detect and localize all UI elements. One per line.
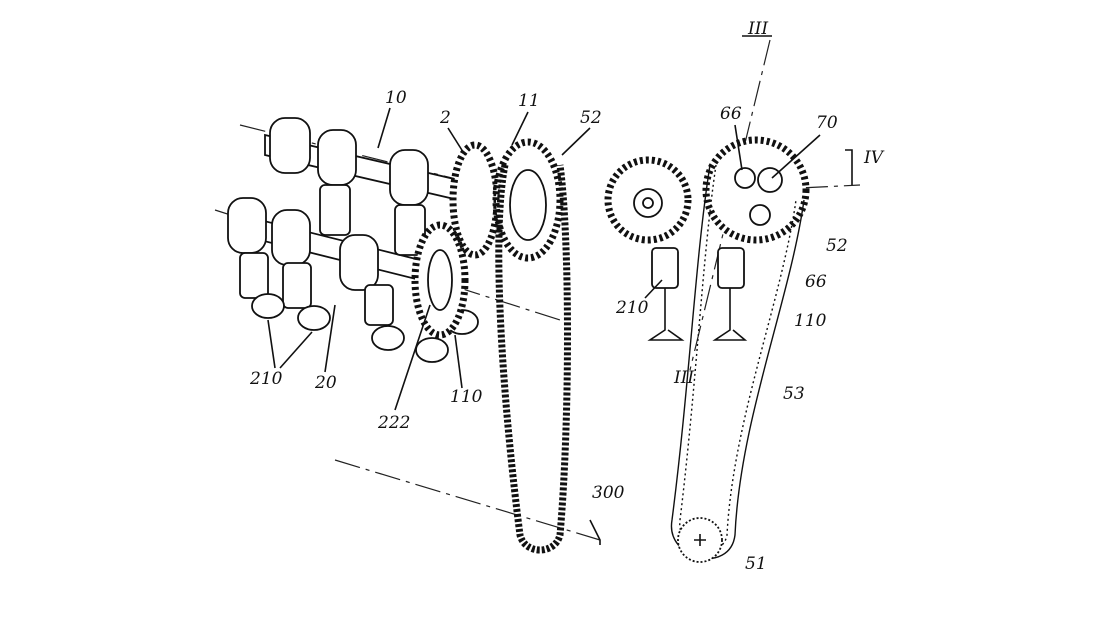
label-51: 51 [745,554,767,574]
section-mark-IV: IV [863,148,885,168]
label-70: 70 [816,113,838,133]
leader-lines [267,107,821,411]
right-valves [647,247,748,341]
label-66-right: 66 [805,272,827,292]
label-110: 110 [450,387,483,407]
label-20: 20 [314,373,337,393]
label-66: 66 [720,104,742,124]
right-assembly [604,136,810,563]
label-52-right: 52 [826,236,848,256]
label-53: 53 [783,384,805,404]
valve-springs [239,184,426,326]
reference-labels: 10 2 11 52 210 20 222 110 300 66 70 52 6… [249,19,885,574]
label-210: 210 [249,369,283,389]
left-timing-chain [495,164,571,554]
label-11: 11 [518,91,540,111]
left-camshaft-assembly [227,117,571,554]
label-2: 2 [439,108,451,128]
label-210-right: 210 [615,298,649,318]
section-mark-III-bottom: III [673,368,694,388]
cam-lobes [227,117,429,291]
section-mark-III-top: III [747,19,768,39]
crank-center-mark [694,534,706,546]
valve-heads [251,293,479,363]
label-10: 10 [385,88,407,108]
label-300: 300 [592,483,625,503]
label-52: 52 [580,108,602,128]
label-110-right: 110 [794,311,827,331]
label-222: 222 [377,413,410,433]
